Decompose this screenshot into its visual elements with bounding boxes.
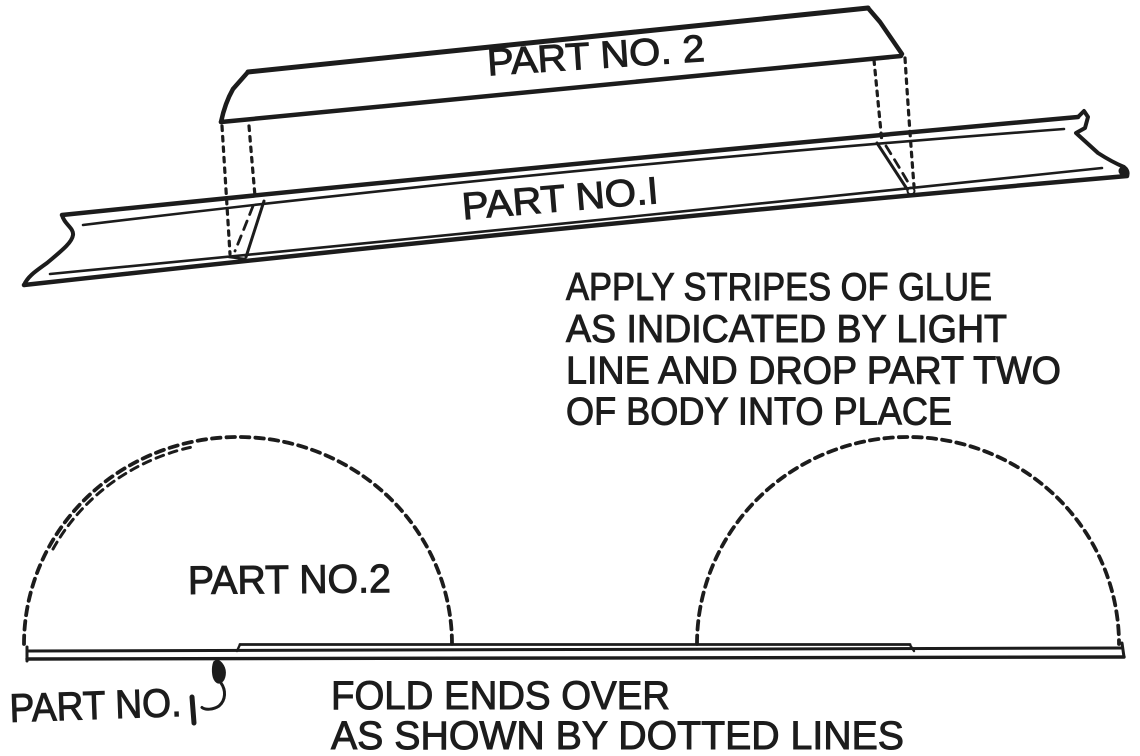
svg-text:LINE AND DROP PART TWO: LINE AND DROP PART TWO <box>566 350 1061 393</box>
svg-text:OF BODY INTO PLACE: OF BODY INTO PLACE <box>566 391 952 434</box>
svg-text:FOLD ENDS OVER: FOLD ENDS OVER <box>331 674 670 718</box>
svg-text:PART NO.: PART NO. <box>9 681 182 731</box>
svg-text:APPLY STRIPES OF GLUE: APPLY STRIPES OF GLUE <box>566 266 992 309</box>
svg-text:AS SHOWN BY DOTTED LINES: AS SHOWN BY DOTTED LINES <box>331 714 904 756</box>
svg-text:AS INDICATED BY LIGHT: AS INDICATED BY LIGHT <box>566 308 1007 351</box>
svg-text:PART NO.2: PART NO.2 <box>188 557 391 603</box>
